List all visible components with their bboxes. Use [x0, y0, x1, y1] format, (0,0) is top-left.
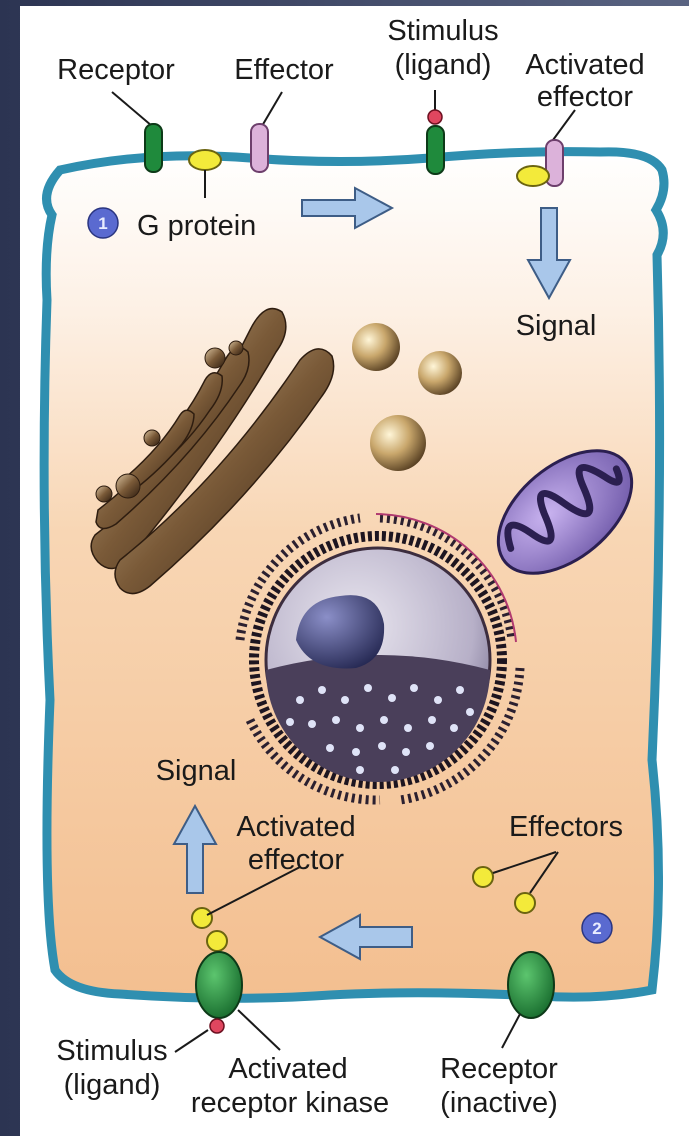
- svg-text:2: 2: [592, 919, 601, 938]
- label-activated-effector-bottom-1: Activated: [236, 811, 355, 843]
- label-activated-effector-top-2: effector: [537, 81, 634, 113]
- label-receptor-inactive-2: (inactive): [440, 1087, 558, 1119]
- pathway-1-badge: 1: [88, 208, 118, 238]
- label-g-protein: G protein: [137, 210, 256, 242]
- label-stimulus-bottom-2: (ligand): [64, 1069, 161, 1101]
- label-signal-bottom: Signal: [156, 755, 237, 787]
- label-receptor-inactive-1: Receptor: [440, 1053, 558, 1085]
- label-effector-top: Effector: [234, 54, 334, 86]
- label-effectors: Effectors: [509, 811, 623, 843]
- label-activated-effector-bottom-2: effector: [248, 844, 345, 876]
- label-activated-kinase-2: receptor kinase: [191, 1087, 389, 1119]
- label-activated-effector-top-1: Activated: [525, 49, 644, 81]
- label-stimulus-top-2: (ligand): [395, 49, 492, 81]
- svg-text:1: 1: [98, 214, 107, 233]
- label-stimulus-top-1: Stimulus: [387, 15, 498, 47]
- label-receptor-top: Receptor: [57, 54, 175, 86]
- label-stimulus-bottom-1: Stimulus: [56, 1035, 167, 1067]
- pathway-2-badge: 2: [582, 913, 612, 943]
- label-signal-top: Signal: [516, 310, 597, 342]
- label-activated-kinase-1: Activated: [228, 1053, 347, 1085]
